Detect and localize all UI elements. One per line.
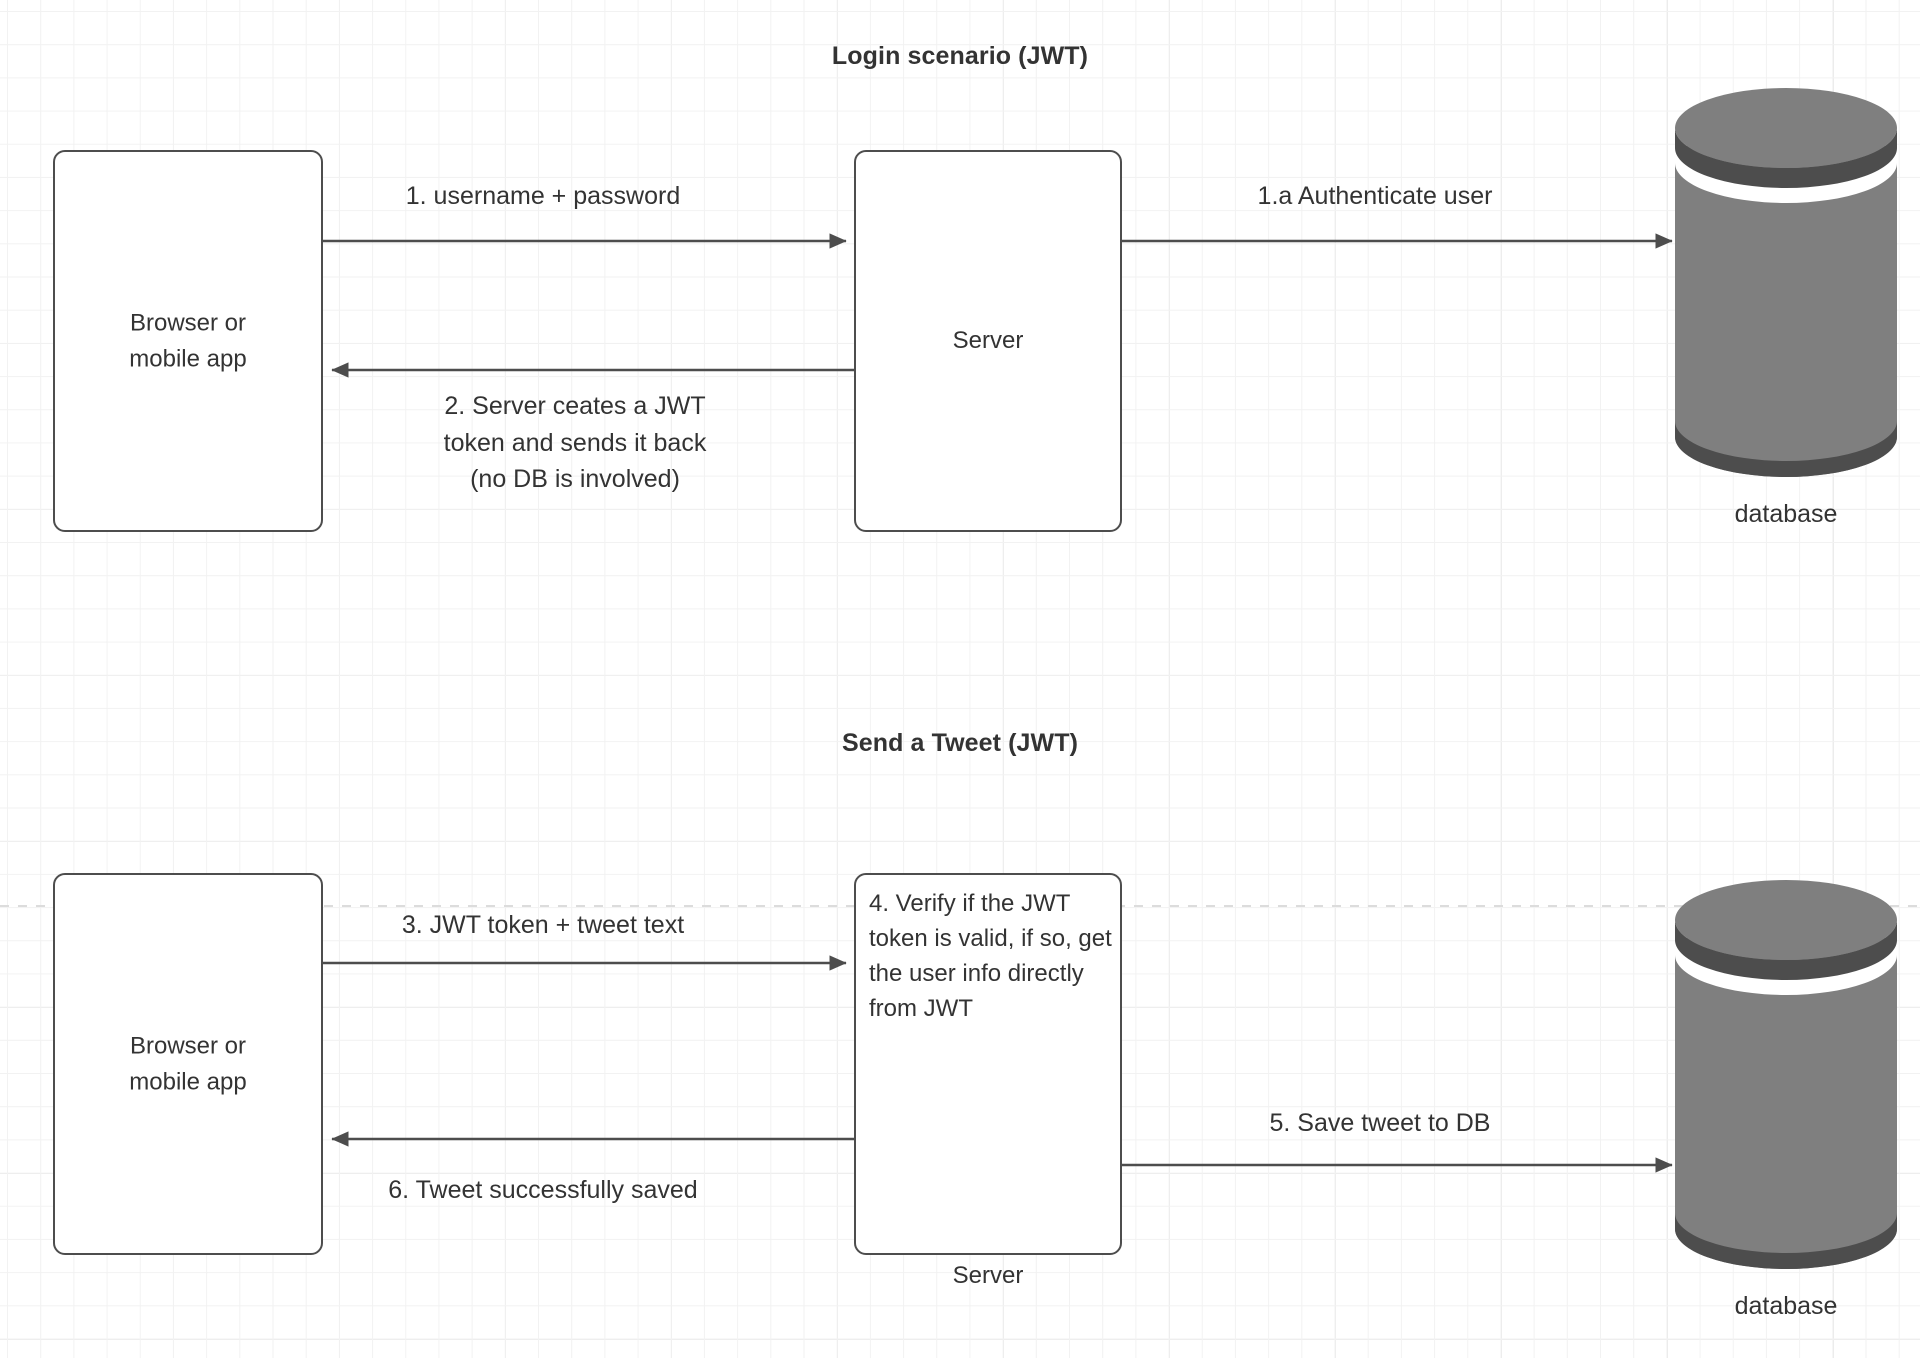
node-browser-or-mobile-app-2[interactable]: Browser or mobile app: [53, 873, 323, 1255]
section-title-login: Login scenario (JWT): [831, 42, 1089, 70]
section-title-tweet: Send a Tweet (JWT): [841, 729, 1079, 757]
edge-label-2-server-creates-jwt: 2. Server ceates a JWT token and sends i…: [443, 392, 707, 493]
node-label: Browser or mobile app: [129, 309, 247, 372]
edge-label-5-save-tweet-to-db: 5. Save tweet to DB: [1269, 1109, 1491, 1137]
database-cylinder-1: [1675, 88, 1897, 477]
node-label: Server: [952, 327, 1024, 355]
node-browser-or-mobile-app-1[interactable]: Browser or mobile app: [53, 150, 323, 532]
node-server-1[interactable]: Server: [854, 150, 1122, 532]
edge-label-1a-authenticate-user: 1.a Authenticate user: [1257, 182, 1493, 210]
node-label: 4. Verify if the JWT token is valid, if …: [869, 890, 1112, 1022]
edge-label-3-jwt-token-tweet-text: 3. JWT token + tweet text: [401, 911, 685, 939]
node-server-2-caption: Server: [952, 1262, 1024, 1289]
edge-label-6-tweet-successfully-saved: 6. Tweet successfully saved: [388, 1176, 698, 1204]
edge-label-1-username-password: 1. username + password: [405, 182, 681, 210]
database-caption-1: database: [1734, 500, 1838, 528]
node-server-2[interactable]: 4. Verify if the JWT token is valid, if …: [854, 873, 1122, 1255]
node-label: Browser or mobile app: [129, 1032, 247, 1095]
database-caption-2: database: [1734, 1292, 1838, 1320]
database-cylinder-2: [1675, 880, 1897, 1269]
